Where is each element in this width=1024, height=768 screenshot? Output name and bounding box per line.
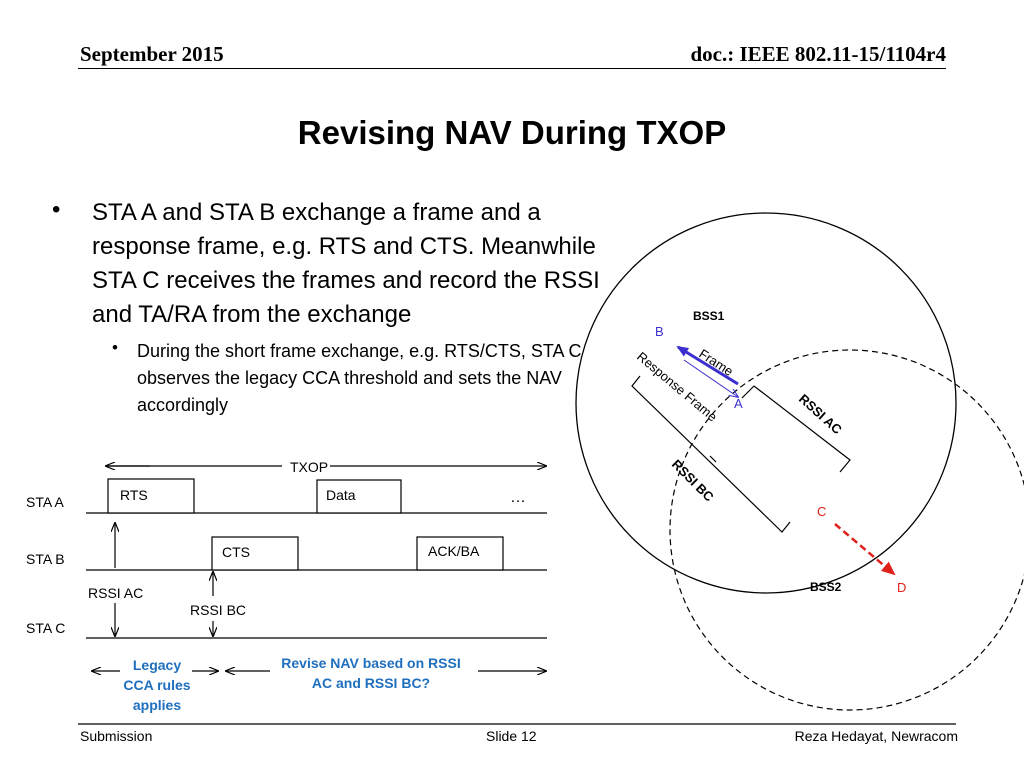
header-rule: [78, 68, 946, 69]
row-label-sta-b: STA B: [26, 551, 65, 567]
row-label-sta-c: STA C: [26, 620, 65, 636]
rssi-ac-diagram-label: RSSI AC: [796, 391, 845, 438]
bss1-label: BSS1: [693, 309, 725, 323]
rssi-ac-label: RSSI AC: [88, 585, 143, 601]
rssi-bc-label: RSSI BC: [190, 602, 246, 618]
sta-b-label: B: [655, 324, 664, 339]
slide-title: Revising NAV During TXOP: [297, 114, 727, 151]
response-frame-arrow: [683, 359, 738, 397]
sub-bullet-dot: •: [112, 338, 118, 357]
rssi-bc-bracket: [631, 375, 791, 533]
rts-label: RTS: [120, 487, 148, 503]
c-to-d-arrow: [834, 523, 896, 576]
sta-a-label: A: [734, 396, 743, 411]
ackba-frame: [416, 536, 504, 571]
bss2-label: BSS2: [810, 580, 842, 594]
header-doc-id: doc.: IEEE 802.11-15/1104r4: [690, 42, 946, 66]
sta-c-label: C: [817, 504, 826, 519]
bullet-dot: •: [52, 196, 61, 223]
txop-label: TXOP: [290, 459, 328, 475]
footer-slide-number: Slide 12: [486, 728, 537, 744]
data-label: Data: [326, 487, 356, 503]
footer-author: Reza Hedayat, Newracom: [794, 728, 958, 744]
data-frame: [316, 479, 402, 514]
cts-frame: [211, 536, 299, 571]
header-date: September 2015: [80, 42, 224, 66]
bss1-circle: [575, 212, 957, 594]
revise-nav-note: Revise NAV based on RSSI AC and RSSI BC?: [281, 655, 461, 691]
ackba-label: ACK/BA: [428, 543, 480, 559]
row-label-sta-a: STA A: [26, 494, 65, 510]
bullet-main: STA A and STA B exchange a frame and a r…: [92, 199, 600, 328]
rts-frame: [107, 478, 195, 514]
legacy-cca-note: Legacy CCA rules applies: [123, 657, 191, 713]
rssi-bc-diagram-label: RSSI BC: [669, 457, 717, 505]
footer-submission: Submission: [80, 728, 153, 744]
ellipsis: …: [510, 489, 526, 506]
cts-label: CTS: [222, 544, 250, 560]
frame-arrow: [676, 345, 739, 386]
sta-d-label: D: [897, 580, 906, 595]
bss2-circle: [669, 349, 1024, 711]
bullet-sub: During the short frame exchange, e.g. RT…: [137, 341, 582, 415]
